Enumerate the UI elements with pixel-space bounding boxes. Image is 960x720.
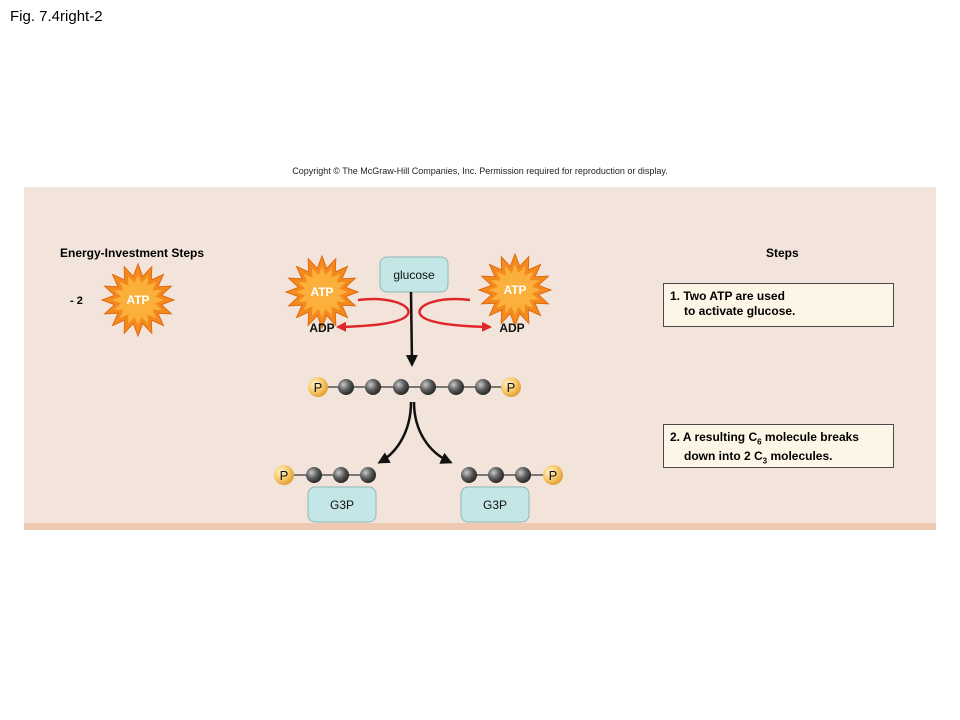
atp-left-label: ATP — [310, 285, 333, 299]
step-2-line-1: 2. A resulting C6 molecule breaks — [670, 430, 859, 447]
c6-bisphosphate-molecule: P P — [308, 377, 521, 397]
g3p-right-label: G3P — [483, 498, 507, 512]
step-2-line-2: down into 2 C3 molecules. — [684, 449, 833, 466]
phosphate-label: P — [507, 380, 516, 395]
carbon-atom — [420, 379, 436, 395]
phosphate-right — [501, 377, 521, 397]
glucose-box: glucose — [379, 256, 449, 293]
atp-count: - 2 — [70, 295, 83, 307]
carbon-atom — [515, 467, 531, 483]
atp-left-burst-icon: ATP — [284, 254, 360, 330]
steps-heading: Steps — [766, 246, 799, 260]
glucose-to-c6-arrow — [405, 291, 418, 367]
step-2-box: 2. A resulting C6 molecule breaks down i… — [663, 424, 894, 468]
carbon-atom — [360, 467, 376, 483]
split-right-arrow — [412, 401, 453, 464]
adp-left-label: ADP — [309, 321, 334, 335]
step-1-box: 1. Two ATP are used to activate glucose. — [663, 283, 894, 327]
g3p-right-box: G3P — [460, 486, 530, 523]
figure-label: Fig. 7.4right-2 — [10, 8, 103, 25]
copyright-notice: Copyright © The McGraw-Hill Companies, I… — [292, 166, 668, 176]
carbon-atom — [365, 379, 381, 395]
carbon-atom — [461, 467, 477, 483]
g3p-left-label: G3P — [330, 498, 354, 512]
atp-to-adp-left-arrow — [336, 297, 410, 332]
carbon-atom — [333, 467, 349, 483]
c3-right-molecule: P — [461, 465, 563, 485]
atp-burst-label: ATP — [126, 293, 149, 307]
step-1-line-1: 1. Two ATP are used — [670, 289, 785, 303]
atp-to-adp-right-arrow — [418, 297, 492, 332]
glucose-label: glucose — [393, 268, 435, 282]
carbon-atom — [393, 379, 409, 395]
panel-bottom-strip — [24, 523, 936, 530]
carbon-atom — [306, 467, 322, 483]
atp-right-burst-icon: ATP — [477, 252, 553, 328]
carbon-atom — [448, 379, 464, 395]
phosphate-right — [543, 465, 563, 485]
phosphate-label: P — [549, 468, 558, 483]
phosphate-label: P — [314, 380, 323, 395]
carbon-atom — [338, 379, 354, 395]
phosphate-left — [308, 377, 328, 397]
phosphate-label: P — [280, 468, 289, 483]
step-1-line-2: to activate glucose. — [684, 304, 796, 318]
energy-investment-heading: Energy-Investment Steps — [60, 246, 205, 260]
split-left-arrow — [377, 401, 413, 464]
adp-right-label: ADP — [499, 321, 524, 335]
atp-right-label: ATP — [503, 283, 526, 297]
carbon-atom — [488, 467, 504, 483]
phosphate-left — [274, 465, 294, 485]
atp-burst-icon: ATP — [100, 262, 176, 338]
c3-left-molecule: P — [274, 465, 376, 485]
carbon-atom — [475, 379, 491, 395]
g3p-left-box: G3P — [307, 486, 377, 523]
